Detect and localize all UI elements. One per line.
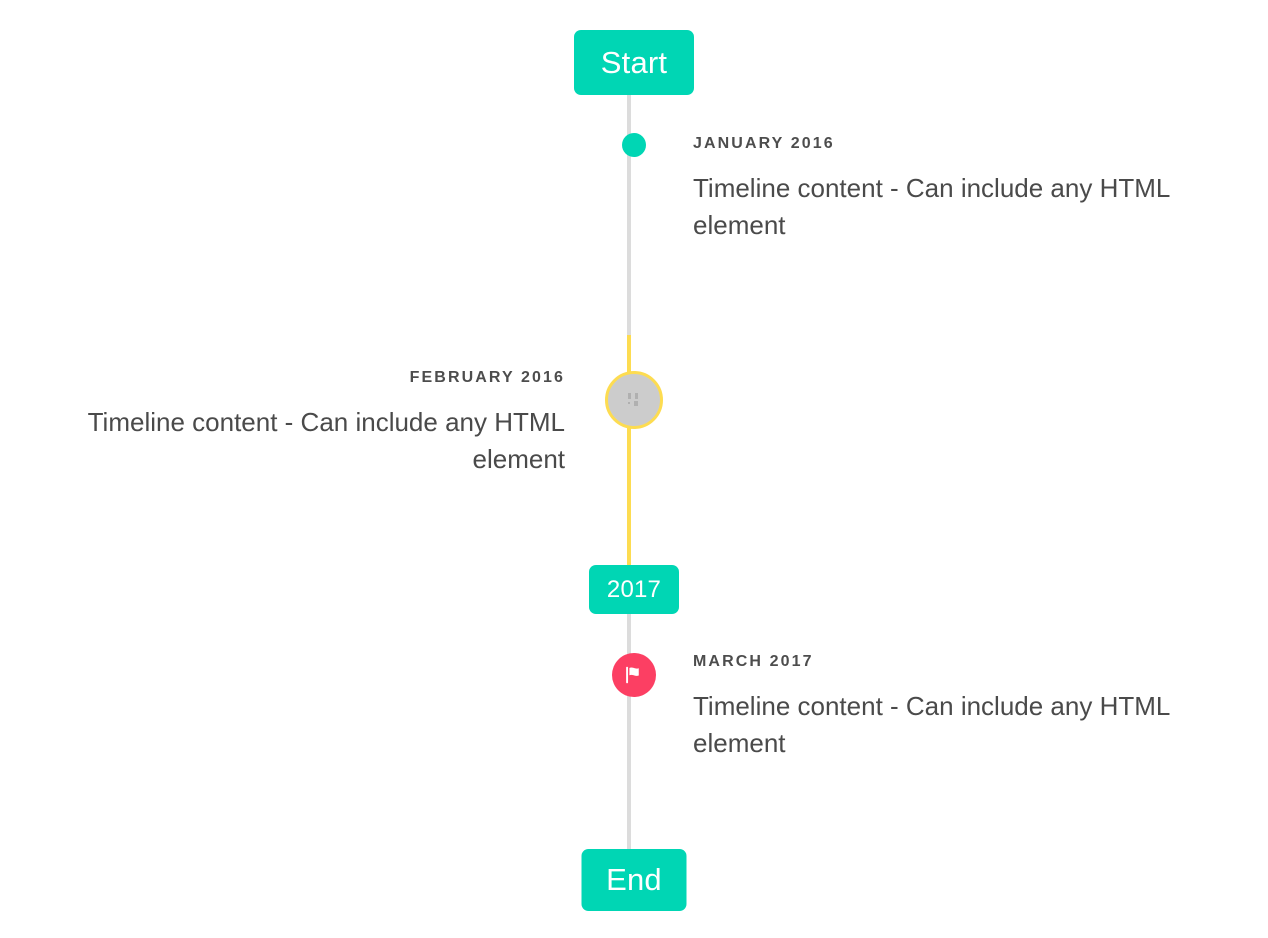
timeline-year-badge[interactable]: 2017: [589, 565, 679, 614]
timeline-event-january: January 2016 Timeline content - Can incl…: [693, 136, 1233, 244]
timeline-event-date: January 2016: [693, 135, 835, 152]
timeline-event-body: Timeline content - Can include any HTML …: [693, 173, 1170, 241]
timeline-event-body: Timeline content - Can include any HTML …: [87, 407, 565, 475]
timeline-event-date: March 2017: [693, 653, 814, 670]
placeholder-glyph-icon: [626, 392, 642, 408]
timeline-event-date: February 2016: [409, 369, 565, 386]
timeline-marker-february[interactable]: [605, 371, 663, 429]
timeline-start-badge[interactable]: Start: [574, 30, 694, 95]
flag-icon: [623, 664, 645, 686]
timeline-line-segment-gray-bottom: [627, 613, 631, 850]
timeline-line-segment-yellow: [627, 335, 631, 565]
timeline-end-badge[interactable]: End: [581, 849, 687, 911]
timeline-marker-january[interactable]: [622, 133, 646, 157]
timeline-marker-march[interactable]: [612, 653, 656, 697]
timeline-line-segment-gray-top: [627, 94, 631, 335]
timeline-event-body: Timeline content - Can include any HTML …: [693, 691, 1170, 759]
timeline-event-february: February 2016 Timeline content - Can inc…: [35, 370, 565, 478]
timeline-event-march: March 2017 Timeline content - Can includ…: [693, 654, 1233, 762]
